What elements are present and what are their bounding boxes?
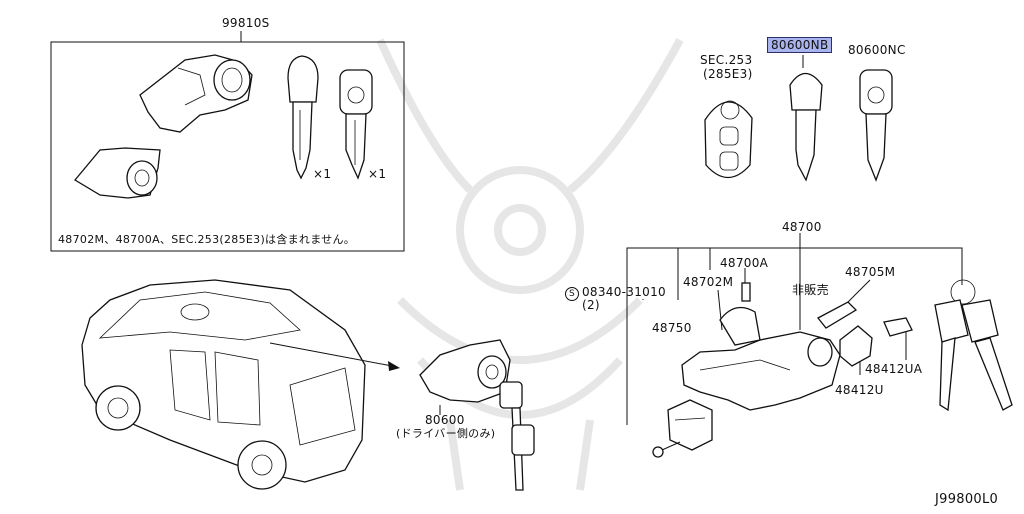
part-48702m-label: 48702M [683, 275, 734, 289]
key-80600nc [859, 69, 893, 182]
kit-qty-right: ×1 [368, 167, 387, 181]
key-80600nb [789, 72, 823, 182]
kit-qty-left: ×1 [313, 167, 332, 181]
bolt-symbol-glyph: S [565, 287, 579, 301]
kit-ignition-cylinder [139, 54, 253, 133]
location-arrow [269, 342, 400, 371]
shear-bolt [652, 441, 681, 458]
assembly-part-number: 48700 [782, 220, 822, 234]
part-48700a-label: 48700A [720, 256, 769, 270]
part-48705m-label: 48705M [845, 265, 896, 279]
part-48412u-label: 48412U [835, 383, 884, 397]
steering-lock-body [681, 306, 841, 411]
bolt-qty: (2) [582, 298, 600, 312]
part-48750-label: 48750 [652, 321, 692, 335]
door-lock-80600 [419, 339, 535, 491]
part-48412ua [883, 317, 913, 337]
not-sold-label: 非販売 [792, 283, 829, 297]
kit-part-number: 99810S [222, 16, 270, 30]
kit-exclusion-note: 48702M、48700A、SEC.253(285E3)は含まれません。 [58, 233, 356, 246]
smart-key-fob [704, 100, 753, 179]
door-part-number: 80600 [425, 413, 465, 427]
bolt-symbol: S [565, 285, 579, 301]
highlighted-part-number[interactable]: 80600NB [767, 37, 833, 53]
key-nc-part-number: 80600NC [848, 43, 906, 57]
diagram-id: J99800L0 [935, 492, 999, 507]
section-ref: SEC.253 [700, 53, 753, 67]
bolt-48700a [741, 282, 751, 302]
kit-key-logo [339, 69, 373, 180]
kit-door-cylinder [74, 147, 161, 199]
key-pair [934, 279, 1013, 412]
kit-key-plain [287, 55, 319, 180]
bolt-part-number: 08340-31010 [582, 285, 666, 299]
ignition-switch [667, 399, 713, 451]
vehicle-outline [81, 279, 366, 490]
kit-box [50, 41, 405, 252]
section-sub: (285E3) [703, 67, 753, 81]
part-48412u [839, 325, 873, 367]
part-48705m [817, 301, 858, 329]
part-48412ua-label: 48412UA [865, 362, 923, 376]
door-note: (ドライバー側のみ) [396, 427, 496, 440]
